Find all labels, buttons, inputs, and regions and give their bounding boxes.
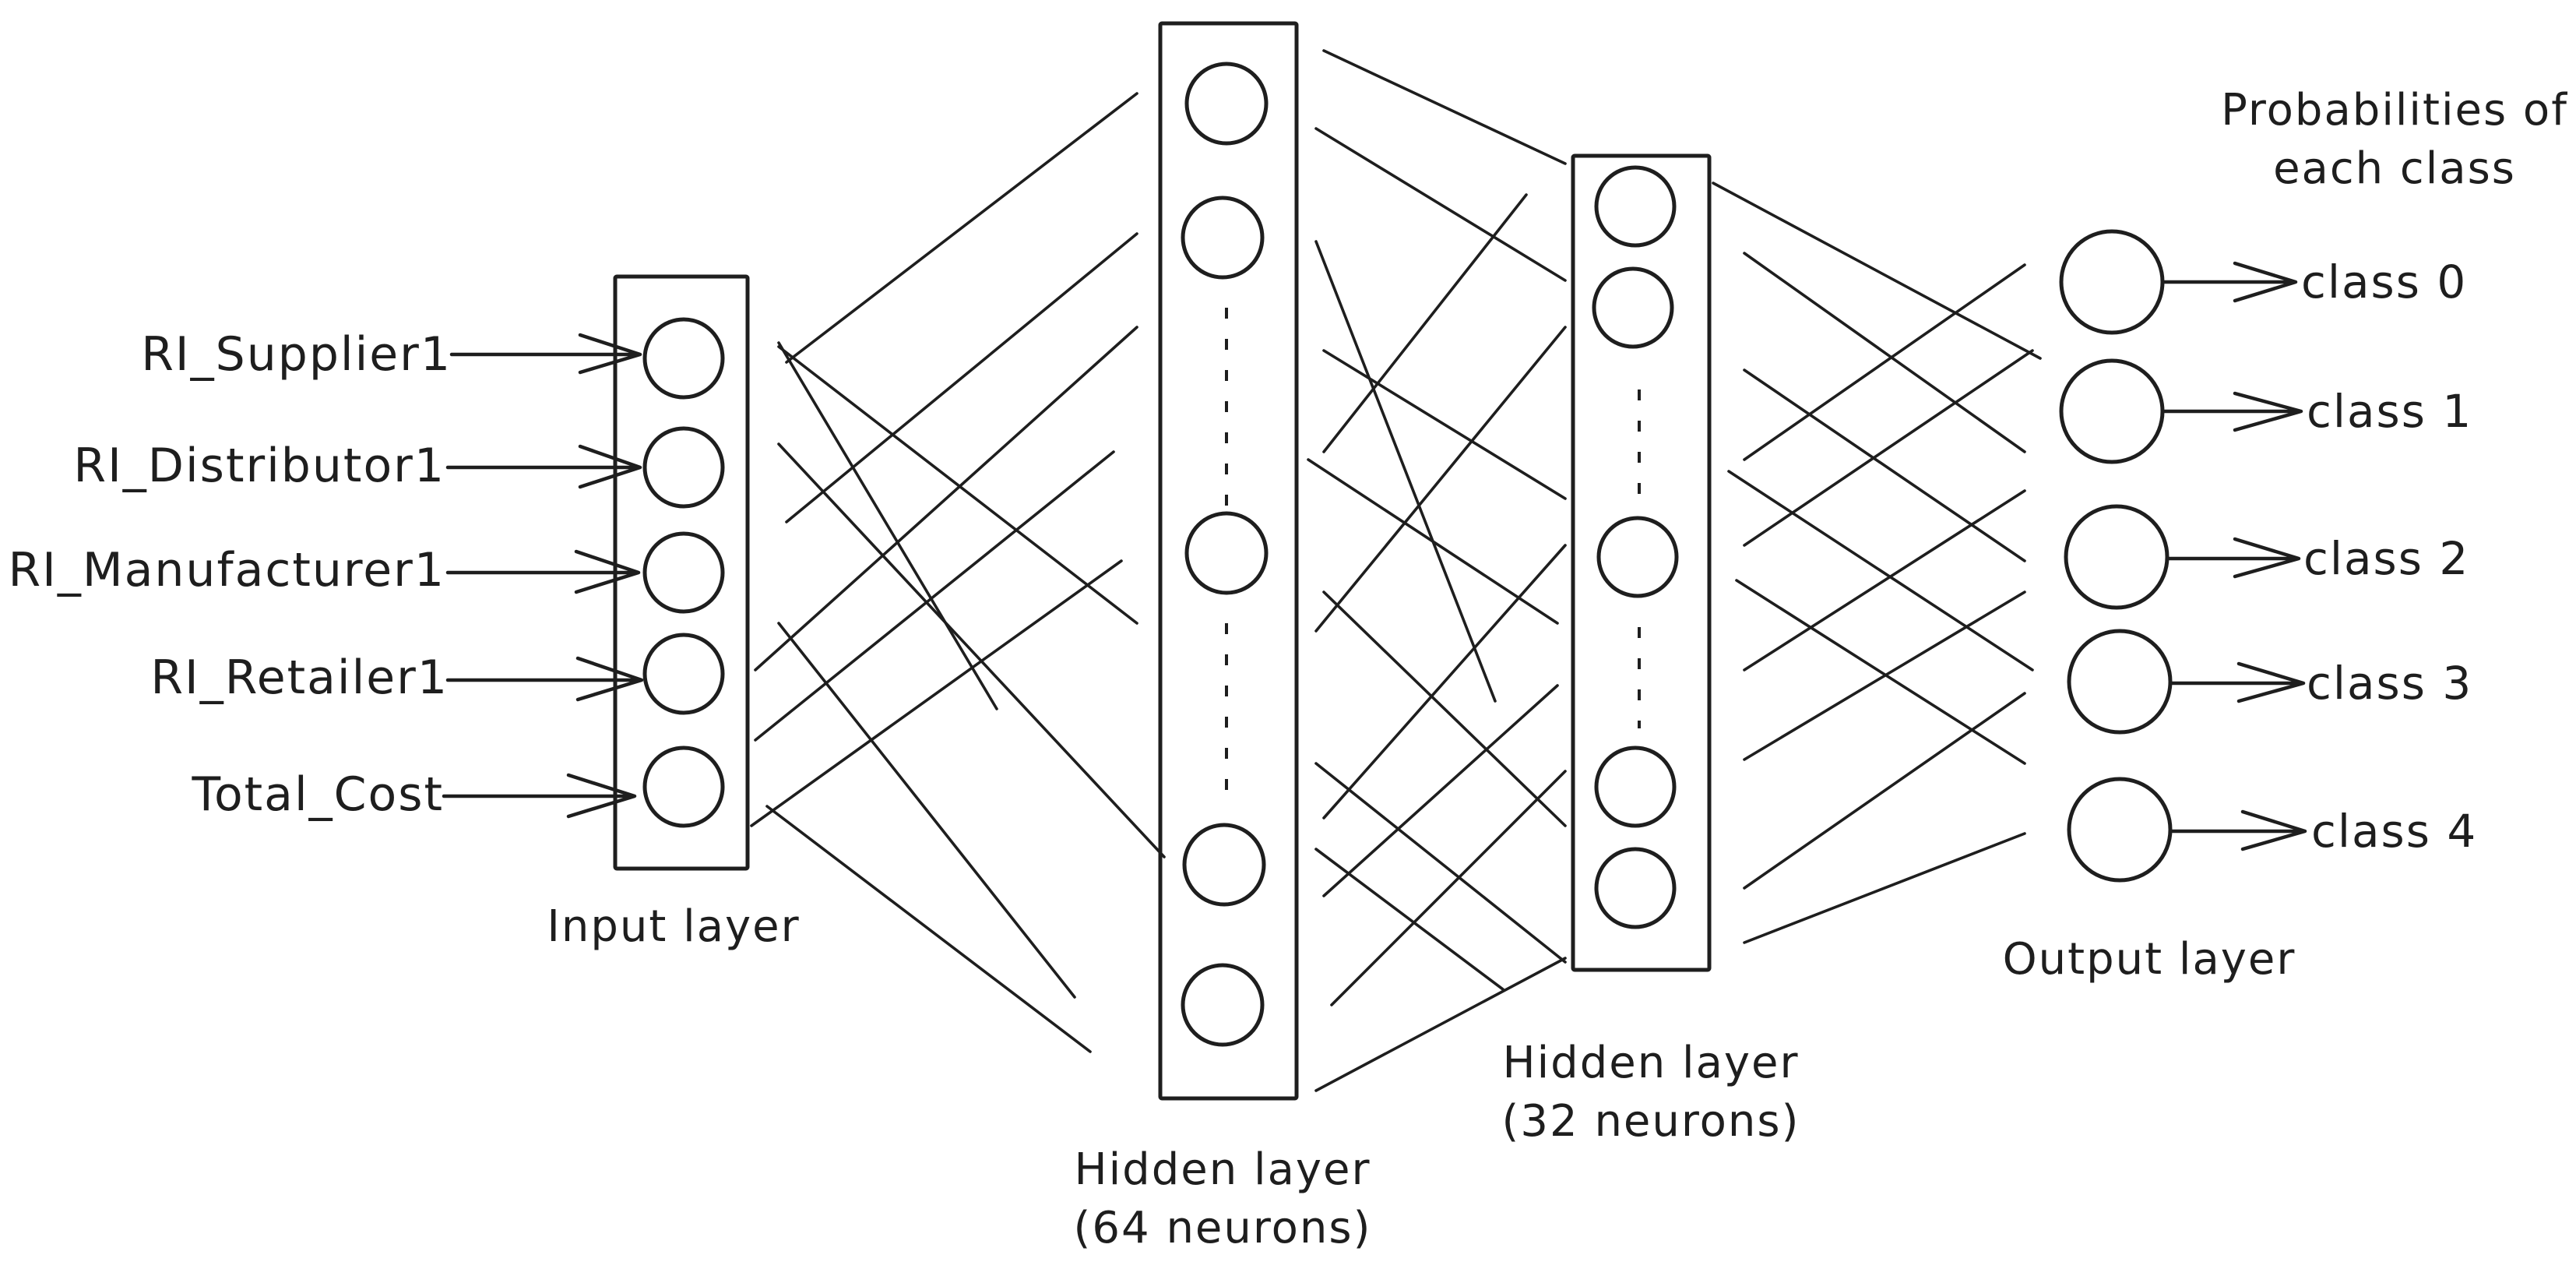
class-label: class 2 xyxy=(2303,532,2469,585)
input-label: RI_Retailer1 xyxy=(150,650,449,705)
output-arrows xyxy=(2161,261,2307,851)
hidden2-neuron xyxy=(1594,746,1677,828)
input-neuron xyxy=(642,746,725,828)
output-neuron xyxy=(2064,504,2170,610)
hidden-layer-1-neurons xyxy=(1181,62,1269,1047)
input-label: Total_Cost xyxy=(191,767,444,822)
input-arrows xyxy=(442,333,644,819)
hidden2-neuron xyxy=(1594,165,1677,248)
hidden-layer-2-neurons xyxy=(1592,165,1679,929)
output-neuron xyxy=(2067,777,2173,883)
input-neuron xyxy=(642,633,725,715)
hidden2-neuron xyxy=(1592,266,1674,349)
output-neuron xyxy=(2067,629,2173,735)
output-title: Probabilities of xyxy=(2221,85,2568,136)
input-feature-labels: RI_Supplier1 RI_Distributor1 RI_Manufact… xyxy=(8,327,452,822)
output-class-labels: class 0 class 1 class 2 class 3 class 4 xyxy=(2301,256,2477,858)
hidden1-neuron xyxy=(1182,823,1266,907)
class-label: class 0 xyxy=(2301,256,2467,308)
input-neuron xyxy=(642,426,725,509)
arrow-icon xyxy=(2161,261,2298,303)
input-label: RI_Supplier1 xyxy=(141,327,452,382)
arrow-icon xyxy=(2169,809,2307,851)
arrow-icon xyxy=(449,333,642,375)
class-label: class 4 xyxy=(2311,805,2477,858)
input-layer-label: Input layer xyxy=(547,901,800,952)
output-neuron xyxy=(2059,358,2165,464)
hidden-layer-2-box xyxy=(1571,153,1712,972)
input-label: RI_Manufacturer1 xyxy=(8,543,445,597)
connections-hidden1-to-hidden2 xyxy=(1307,49,1567,1092)
arrow-icon xyxy=(2169,661,2306,703)
arrow-icon xyxy=(445,656,644,702)
hidden-layer-1-neuron-count: (64 neurons) xyxy=(1074,1203,1372,1253)
input-label: RI_Distributor1 xyxy=(73,439,445,493)
connections-hidden2-to-output xyxy=(1712,182,2042,944)
hidden-layer-1-label: Hidden layer xyxy=(1075,1144,1371,1195)
class-label: class 1 xyxy=(2307,385,2472,438)
input-neuron xyxy=(642,317,725,400)
hidden-layer-2-label: Hidden layer xyxy=(1503,1038,1800,1088)
hidden1-neuron xyxy=(1181,963,1265,1047)
arrow-icon xyxy=(2166,537,2301,579)
hidden1-neuron xyxy=(1184,511,1269,595)
input-neurons xyxy=(642,317,725,828)
arrow-icon xyxy=(442,773,637,819)
output-layer-label: Output layer xyxy=(2003,934,2296,985)
class-label: class 3 xyxy=(2307,657,2472,710)
connections-input-to-hidden1 xyxy=(750,92,1166,1053)
output-neuron xyxy=(2059,229,2165,335)
output-neurons xyxy=(2059,229,2173,883)
arrow-icon xyxy=(2161,391,2303,432)
output-title: each class xyxy=(2273,143,2516,194)
hidden-layer-1-box xyxy=(1158,21,1299,1101)
hidden1-neuron xyxy=(1184,62,1269,146)
arrow-icon xyxy=(445,444,642,489)
hidden2-neuron xyxy=(1594,847,1677,929)
arrow-icon xyxy=(445,549,641,594)
hidden1-neuron xyxy=(1181,196,1265,280)
hidden2-neuron xyxy=(1596,516,1679,598)
hidden-layer-2-neuron-count: (32 neurons) xyxy=(1502,1096,1800,1147)
input-neuron xyxy=(642,531,725,614)
